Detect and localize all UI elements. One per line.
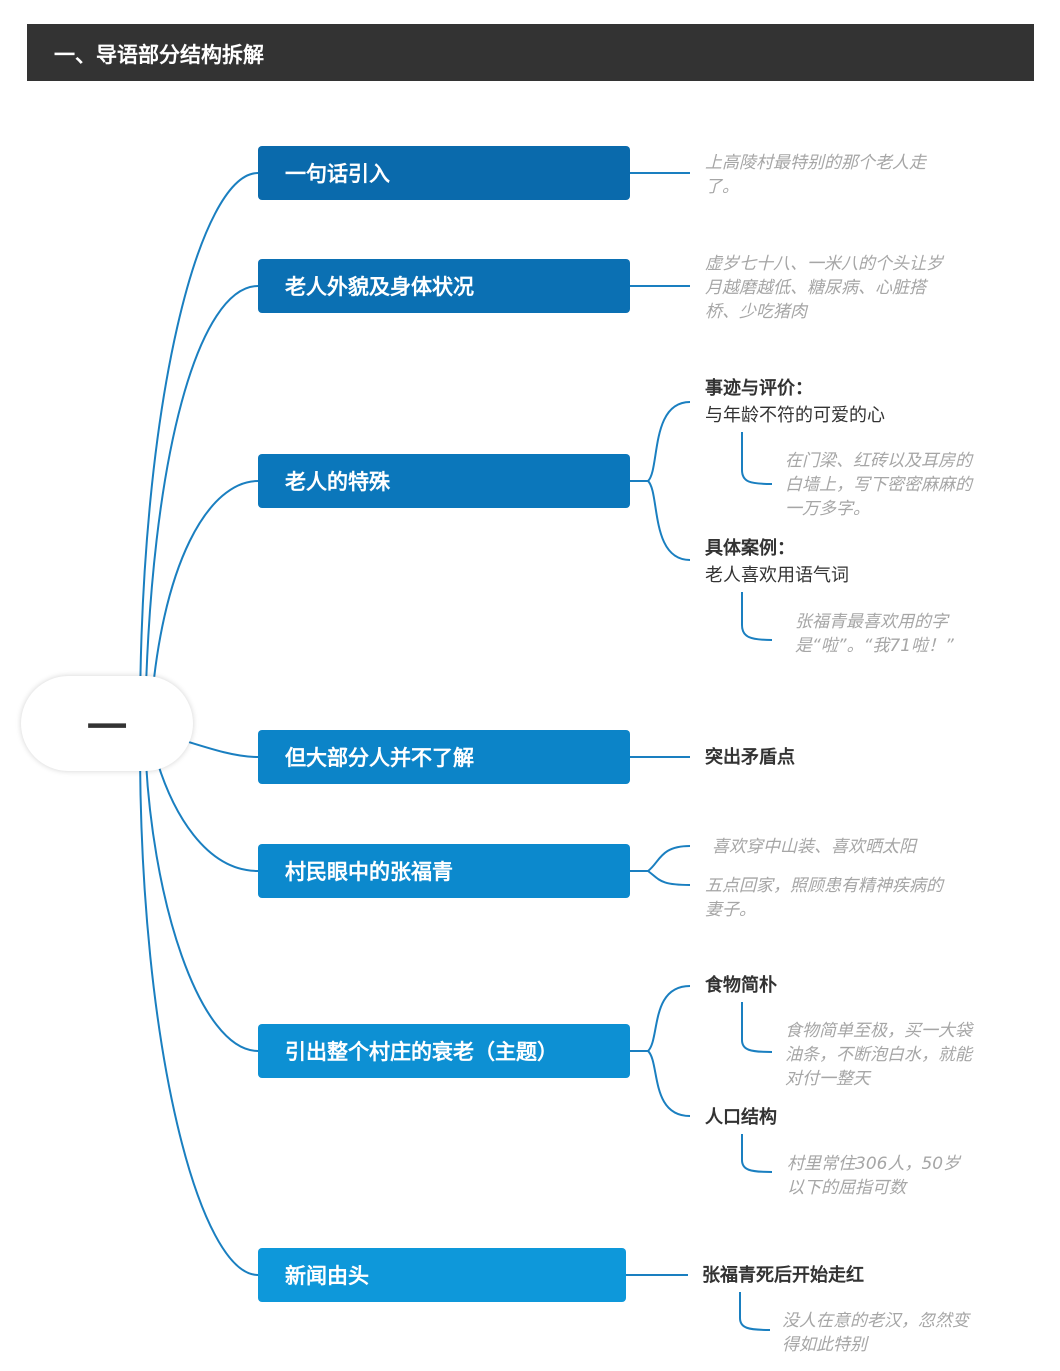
branch-node[interactable]: 新闻由头 (258, 1248, 626, 1302)
section-title: 一、导语部分结构拆解 (54, 43, 264, 67)
sub-node[interactable]: 具体案例： 老人喜欢用语气词 (705, 535, 849, 589)
sub-title: 具体案例： (705, 538, 795, 559)
branch-note: 上高陵村最特别的那个老人走了。 (705, 153, 926, 197)
sub-note: 在门梁、红砖以及耳房的白墙上，写下密密麻麻的一万多字。 (785, 451, 972, 519)
branch-node[interactable]: 但大部分人并不了解 (258, 730, 630, 784)
sub-note: 村里常住306人，50岁以下的屈指可数 (787, 1154, 961, 1198)
sub-text: 与年龄不符的可爱的心 (705, 405, 885, 426)
sub-text: 老人喜欢用语气词 (705, 565, 849, 586)
root-node[interactable]: 一 (21, 676, 193, 771)
branch-node[interactable]: 村民眼中的张福青 (258, 844, 630, 898)
sub-node[interactable]: 食物简朴 (705, 975, 777, 996)
section-header: 一、导语部分结构拆解 (27, 24, 1034, 81)
sub-node[interactable]: 人口结构 (705, 1107, 777, 1128)
sub-note: 食物简单至极，买一大袋油条，不断泡白水，就能对付一整天 (785, 1021, 972, 1089)
child-note: 没人在意的老汉，忽然变得如此特别 (782, 1311, 969, 1355)
branch-note: 虚岁七十八、一米八的个头让岁月越磨越低、糖尿病、心脏搭桥、少吃猪肉 (705, 254, 943, 322)
child-node[interactable]: 突出矛盾点 (705, 747, 795, 768)
branch-node[interactable]: 老人外貌及身体状况 (258, 259, 630, 313)
branch-note: 喜欢穿中山装、喜欢晒太阳 (712, 837, 916, 857)
child-node[interactable]: 张福青死后开始走红 (702, 1265, 864, 1286)
branch-note: 五点回家，照顾患有精神疾病的妻子。 (705, 876, 943, 920)
sub-node[interactable]: 事迹与评价： 与年龄不符的可爱的心 (705, 375, 885, 429)
branch-node[interactable]: 一句话引入 (258, 146, 630, 200)
sub-title: 事迹与评价： (705, 378, 813, 399)
branch-node[interactable]: 引出整个村庄的衰老（主题） (258, 1024, 630, 1078)
sub-note: 张福青最喜欢用的字是“啦”。“我71啦！” (795, 612, 954, 656)
branch-node[interactable]: 老人的特殊 (258, 454, 630, 508)
